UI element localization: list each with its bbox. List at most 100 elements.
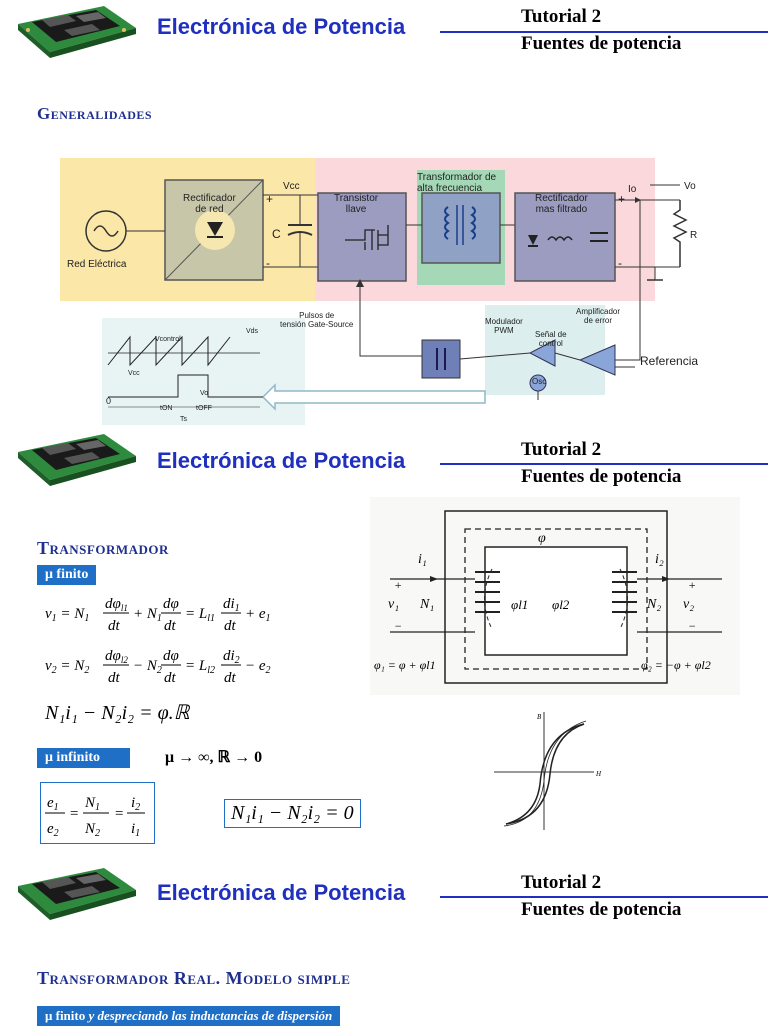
driver-transformer-block (421, 339, 461, 379)
svg-text:i2: i2 (131, 795, 140, 813)
label-wave-ts: Ts (180, 416, 187, 423)
header-logo-1 (12, 0, 140, 62)
header-logo-3 (12, 862, 140, 924)
badge-mu-finito-dispersion: μ finito y despreciando las inductancias… (37, 1006, 341, 1026)
label-i1: i₁ (418, 552, 427, 567)
section-title-transformador: Transformador (37, 538, 169, 558)
label-n2: N₂ (647, 597, 662, 612)
svg-text:= Ll1: = Ll1 (185, 606, 215, 624)
label-vcc: Vcc (283, 181, 300, 192)
label-r: R (690, 230, 698, 241)
svg-text:dt: dt (164, 670, 177, 686)
header-subtitle-2: Fuentes de potencia (521, 466, 682, 487)
label-io: Io (628, 184, 637, 195)
svg-text:dφ: dφ (163, 596, 179, 612)
svg-text:dφl2: dφl2 (105, 648, 128, 665)
svg-text:+ N1: + N1 (133, 606, 162, 624)
pulse-wave (108, 374, 263, 398)
hysteresis-curve (484, 712, 594, 830)
svg-text:=: = (69, 806, 79, 822)
svg-text:+ e1: + e1 (245, 606, 271, 624)
equation-limit: μ → ∞, ℝ → 0 (165, 749, 263, 766)
label-minus-1: - (266, 256, 270, 270)
svg-text:e2: e2 (47, 821, 59, 839)
label-rect1: Rectificador de red (183, 193, 236, 215)
label-modulador: Modulador PWM (485, 317, 523, 335)
header-rule-2 (440, 463, 768, 465)
label-wave-vcontrol: Vcontrol (155, 336, 181, 343)
label-n1: N₁ (420, 597, 435, 612)
sawtooth-wave (107, 335, 231, 367)
label-h-axis: H (596, 770, 602, 778)
svg-text:i1: i1 (131, 821, 140, 839)
label-referencia: Referencia (640, 354, 699, 368)
svg-text:dt: dt (224, 618, 237, 634)
header-brand-3: Electrónica de Potencia (157, 880, 406, 905)
label-wave-zero: 0 (106, 396, 112, 406)
igbt-module-icon (18, 868, 136, 920)
badge-italic-text: y despreciando las inductancias de dispe… (85, 1008, 333, 1023)
svg-text:− N2: − N2 (133, 658, 162, 676)
label-red: Red Eléctrica (67, 259, 127, 270)
label-osc: Osc (532, 377, 547, 386)
label-transformer: Transformador de alta frecuencia (417, 172, 497, 194)
svg-text:=: = (114, 806, 124, 822)
label-rect2: Rectificador mas filtrado (535, 193, 588, 215)
label-plus-right: + (688, 578, 697, 592)
label-transistor: Transistor llave (334, 193, 379, 215)
label-pulsos: Pulsos de tensión Gate-Source (280, 311, 354, 329)
equation-mmf-zero: N₁i₁ − N₂i₂ = 0 (224, 799, 361, 828)
badge-bold-text: μ finito (45, 1008, 86, 1023)
transformer-coil-icon (444, 206, 476, 240)
header-rule-3 (440, 896, 768, 898)
label-wave-vo: Vo (200, 390, 209, 397)
arrow-icon (261, 383, 486, 411)
power-supply-block-diagram (60, 155, 740, 425)
svg-text:dt: dt (224, 670, 237, 686)
header-subtitle-1: Fuentes de potencia (521, 33, 682, 54)
label-wave-vds: Vds (246, 328, 259, 335)
label-senal: Señal de control (535, 330, 567, 348)
equation-mmf: N₁i₁ − N₂i₂ = φ.ℝ (45, 702, 190, 724)
label-wave-toff: tOFF (196, 405, 212, 412)
header-rule-1 (440, 31, 768, 33)
svg-text:dφl1: dφl1 (105, 596, 128, 613)
resistor-icon (672, 200, 688, 267)
svg-text:dt: dt (164, 618, 177, 634)
label-v2: v₂ (683, 597, 695, 612)
section-title-generalidades: Generalidades (37, 104, 153, 123)
svg-text:dt: dt (108, 670, 121, 686)
transistor-block (317, 192, 407, 282)
label-wave-vcc: Vcc (128, 370, 140, 377)
label-minus-left: − (394, 619, 403, 633)
svg-text:v1 = N1: v1 = N1 (45, 606, 89, 624)
mosfet-icon (345, 225, 389, 250)
svg-text:v2 = N2: v2 = N2 (45, 658, 89, 676)
svg-text:N1: N1 (84, 795, 100, 813)
header-subtitle-3: Fuentes de potencia (521, 899, 682, 920)
equation-v2: v2 = N2 dφl2 dt − N2 dφ dt = Ll2 di2 dt − e… (45, 640, 305, 692)
svg-text:di2: di2 (223, 648, 240, 666)
label-phi: φ (538, 531, 546, 546)
svg-text:= Ll2: = Ll2 (185, 658, 215, 676)
transformer-core-figure (370, 497, 740, 695)
label-vo: Vo (684, 181, 696, 192)
label-amplificador: Amplificador de error (576, 307, 621, 325)
label-plus-2: + (618, 192, 626, 206)
svg-text:dt: dt (108, 618, 121, 634)
svg-text:− e2: − e2 (245, 658, 271, 676)
label-phil2: φl2 (552, 597, 570, 612)
label-minus-2: - (618, 256, 622, 270)
label-v1: v₁ (388, 597, 400, 612)
header-logo-2 (12, 428, 140, 490)
label-plus-1: + (266, 192, 274, 206)
transformer-block (421, 192, 501, 264)
label-b-axis: B (537, 713, 542, 721)
svg-text:dφ: dφ (163, 648, 179, 664)
label-wave-ton: tON (160, 405, 173, 412)
label-phil1: φl1 (511, 597, 529, 612)
header-brand-1: Electrónica de Potencia (157, 14, 406, 39)
svg-text:di1: di1 (223, 596, 240, 614)
igbt-module-icon (18, 6, 136, 58)
header-brand-2: Electrónica de Potencia (157, 448, 406, 473)
